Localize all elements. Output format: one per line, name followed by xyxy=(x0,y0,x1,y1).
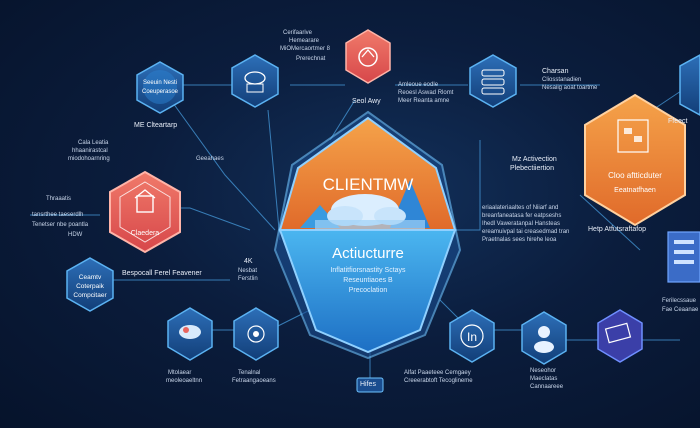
hex-top-left-line1: Seeuin Nesti xyxy=(143,80,177,86)
center-title-2: Actiucturre xyxy=(332,245,404,262)
label-4k: 4K xyxy=(244,258,253,265)
label-far-right-top-2: Cliosstanadien xyxy=(542,77,582,83)
hex-left-red-label: Claedera xyxy=(131,230,160,237)
hifes-box xyxy=(356,377,384,393)
label-bottom-1: Mtolaear xyxy=(168,370,192,376)
label-far-right-top-1: Charsan xyxy=(542,68,569,75)
hex-bottom-1 xyxy=(167,307,213,361)
hex-bottom-doc xyxy=(597,309,643,363)
hex-left-small xyxy=(66,257,114,312)
label-scal-awy: Seol Awy xyxy=(352,98,381,105)
center-title-1: CLIENTMW xyxy=(323,175,414,194)
hex-left-small-line3: Compcitaer xyxy=(73,292,107,299)
hex-top-left xyxy=(136,61,184,114)
label-bottom-6: Alfat Paaeteee Cemgaey xyxy=(404,370,471,376)
label-nesbat: Nesbat xyxy=(238,268,258,274)
label-help-arc: Hetp Atfutsraftafop xyxy=(588,226,646,233)
label-right-pleb: Plebectiiertion xyxy=(510,165,554,172)
label-top-right-2: Reoesl Aswad Rlomt xyxy=(398,90,454,96)
label-right-act: Mz Activection xyxy=(512,156,557,163)
label-top-center-1: Cerifaarive xyxy=(283,30,313,36)
label-ferstlin: Ferstlin xyxy=(238,276,258,282)
label-right-para-4: ereamuivpal tai creasedmad tran xyxy=(482,229,570,235)
hex-left-small-line2: Coterpaik xyxy=(76,283,105,290)
label-top-right-3: Meer Reanta amne xyxy=(398,98,450,104)
label-left-1: Cala Leatia xyxy=(78,140,109,146)
label-right-para-5: Praetnalas sees hirehe leoa xyxy=(482,237,557,243)
label-geeahaes: Geeahaes xyxy=(196,156,224,162)
label-left-small-2: Tenetser nbe poantla xyxy=(32,222,89,228)
label-top-center-2: Hemearare xyxy=(289,38,320,44)
label-left-3: miodohoarnring xyxy=(68,156,110,162)
label-bottom-2: meoleoaeltnn xyxy=(166,378,203,384)
hex-far-right xyxy=(679,54,700,116)
hex-bottom-user xyxy=(521,311,567,365)
label-left-small-1: tansrthee taeserdlh xyxy=(32,212,84,218)
hex-right-orange xyxy=(584,93,686,227)
label-bottom-7: Creeerabtoft Tecoglineme xyxy=(404,378,473,384)
label-bottom-3: Tenalnal xyxy=(238,370,261,376)
hex-left-red xyxy=(109,170,181,254)
label-far-right-ffeect: Ffeect xyxy=(668,118,688,125)
center-sub-3: Precoclation xyxy=(349,287,388,294)
label-bottom-9: Maeclatas xyxy=(530,376,558,382)
label-far-right-top-3: Nesaiig aoat toartme xyxy=(542,85,598,91)
label-right-para-1: eriaalateriaaltes of Niiarf and xyxy=(482,205,559,211)
label-bottom-hifes: Hifes xyxy=(360,381,376,388)
hex-right-orange-line2: Eeatnatfhaen xyxy=(614,187,656,194)
label-bottom-10: Cannaareee xyxy=(530,384,564,390)
hex-top-left-line2: Coeuperasoe xyxy=(142,89,179,95)
label-far-right-1: Ferilecssaue xyxy=(662,298,697,304)
hex-server xyxy=(469,54,517,108)
label-top-center-3: MiOMercaortmer 8 xyxy=(280,46,331,52)
label-cleartarp: ME Clteartarp xyxy=(134,122,178,129)
label-right-para-3: Ihedl Vaweratanpal Hansteas xyxy=(482,221,560,227)
central-hexagon xyxy=(273,110,462,360)
hex-top-red xyxy=(345,29,391,84)
hex-cloud xyxy=(231,54,279,108)
label-left-hdw: HDW xyxy=(68,232,83,238)
hex-left-small-line1: Ceamtv xyxy=(79,274,102,281)
label-bottom-8: Neseohor xyxy=(530,368,557,374)
label-bottom-4: Fetraangaoeans xyxy=(232,378,276,384)
monitor-panel xyxy=(667,231,700,283)
center-sub-1: Inflatitfiorsnastity Sctays xyxy=(330,267,406,274)
label-left-4: Thraaatis xyxy=(46,196,72,202)
label-far-right-2: Fae Ceaanae xyxy=(662,307,699,313)
hex-bottom-in-label: In xyxy=(467,330,477,344)
hex-bottom-2 xyxy=(233,307,279,361)
label-top-center-4: Prerechnat xyxy=(296,56,326,62)
label-bespocal: Bespocall Ferel Feavener xyxy=(122,270,202,277)
hex-bottom-in xyxy=(449,309,495,363)
center-sub-2: Reseuntiaoes B xyxy=(343,277,393,284)
hex-right-orange-line1: Cloo aftticduter xyxy=(608,171,662,180)
label-right-para-2: breanfaneatasa fer eatpseshs xyxy=(482,213,562,219)
label-left-2: hhaanirastcal xyxy=(72,148,108,154)
label-top-right-1: Amleoue eodle xyxy=(398,82,439,88)
